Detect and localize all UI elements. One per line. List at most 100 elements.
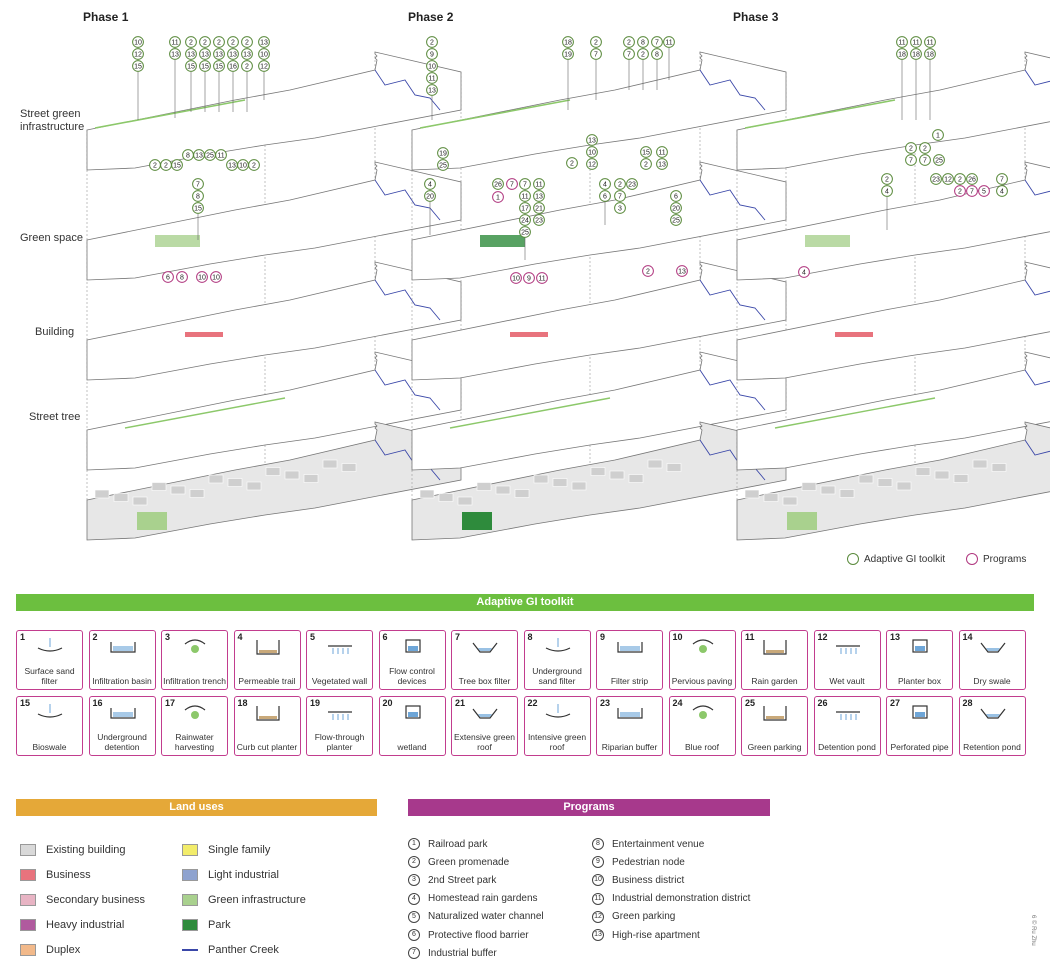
toolkit-card-label: Surface sand filter [24,666,75,686]
toolkit-card-label: Green parking [747,742,802,752]
land-use-item: Heavy industrial [20,912,145,937]
toolkit-callout [562,36,574,48]
base-map-block [915,467,931,476]
toolkit-callout [996,185,1008,197]
toolkit-callout [185,36,197,48]
callout-label: 10 [588,150,596,157]
callout-label: 11 [538,276,545,283]
toolkit-callout [924,36,936,48]
toolkit-callout [426,48,438,60]
callout-label: 23 [932,177,940,184]
toolkit-callout [227,36,239,48]
toolkit-callout [258,60,270,72]
callout-label: 7 [627,52,631,59]
program-number: 11 [592,892,604,905]
land-use-label: Business [46,868,91,881]
callout-label: 2 [430,40,434,47]
land-use-label: Single family [208,843,271,856]
base-map-block [571,481,587,491]
program-label: Business district [612,874,685,886]
toolkit-callout [670,190,682,202]
toolkit-callout [942,173,954,185]
callout-label: 12 [588,162,596,169]
base-map-block [419,489,435,499]
toolkit-callout [590,36,602,48]
toolkit-card-label: wetland [397,742,427,752]
callout-label: 5 [982,189,986,196]
panther-creek-line [374,69,441,111]
program-number: 12 [592,910,604,923]
program-number: 3 [408,874,420,887]
program-callout [676,265,688,277]
toolkit-card-number: 23 [600,698,611,708]
land-use-item: Business [20,862,145,887]
toolkit-callout [640,146,652,158]
toolkit-callout [171,159,183,171]
base-map-block [341,463,357,472]
intensive-green-roof-icon [545,704,570,718]
program-number: 4 [408,892,420,905]
toolkit-callout [626,178,638,190]
callout-label: 2 [153,163,157,170]
land-use-label: Duplex [46,943,81,956]
panther-creek-line [1024,69,1050,86]
callout-label: 11 [912,40,919,47]
permeable-trail-icon [255,640,280,655]
layer-label-street-tree: Street tree [29,411,81,423]
flow-control-device-icon [404,639,421,653]
land-use-label: Heavy industrial [46,918,125,931]
callout-label: 7 [909,158,913,165]
base-map-block [972,459,988,469]
building-patch [835,332,873,337]
toolkit-card-number: 25 [745,698,756,708]
toolkit-callout [586,158,598,170]
base-map-block [628,474,644,483]
callout-label: 13 [588,138,596,145]
land-use-label: Green infrastructure [208,893,306,906]
tree-box-filter-icon [472,642,498,653]
callout-label: 2 [646,269,650,276]
base-map-block [744,489,760,499]
toolkit-callout [881,173,893,185]
toolkit-callout [132,60,144,72]
toolkit-callout [651,48,663,60]
toolkit-callout [623,48,635,60]
program-label: Industrial buffer [428,947,497,959]
street-tree-line [124,397,286,429]
extensive-green-roof-icon [472,708,498,719]
base-map-block [609,470,625,480]
base-map-park [787,512,817,530]
callout-label: 18 [912,52,920,59]
callout-label: 25 [521,230,529,237]
building-plate [411,261,787,381]
building-plate [736,261,1050,381]
callout-label: 2 [641,52,645,59]
callout-label: 2 [245,40,249,47]
street-tree-plate [736,351,1050,471]
toolkit-callout [426,60,438,72]
toolkit-callout [169,36,181,48]
callout-label: 19 [439,151,447,158]
callout-label: 10 [428,64,436,71]
base-map-block [322,459,338,469]
callout-label: 4 [885,189,889,196]
callout-label: 8 [641,40,645,47]
toolkit-callout [185,48,197,60]
program-callout [510,272,522,284]
land-use-swatch [182,843,198,856]
callout-label: 12 [944,177,952,184]
land-use-swatch [182,868,198,881]
toolkit-card-number: 1 [20,632,26,642]
callout-label: 11 [521,194,528,201]
green-space-patch [480,235,525,247]
callout-label: 11 [428,76,435,83]
toolkit-card-label: Rain garden [751,676,798,686]
planter-box-icon [912,639,928,653]
land-use-item: Secondary business [20,887,145,912]
phase-2-stack [411,51,787,541]
toolkit-card-label: Tree box filter [458,676,511,686]
